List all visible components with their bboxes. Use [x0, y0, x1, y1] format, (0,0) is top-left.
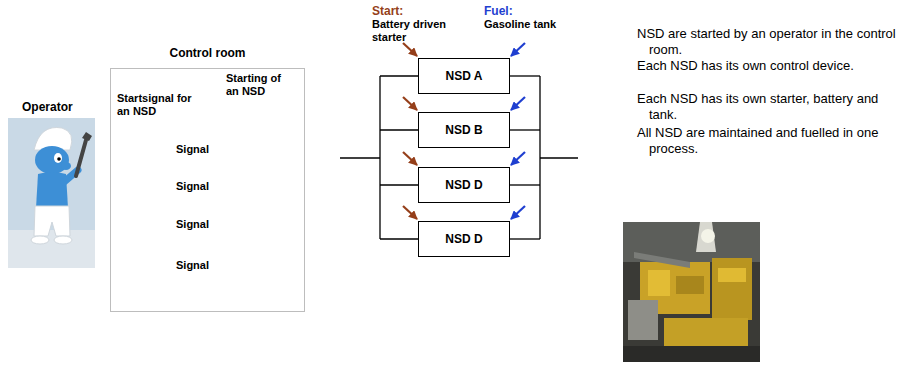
column-heading: Startsignal for an NSD: [117, 92, 193, 118]
start-arrows: [403, 43, 417, 219]
note-text: Each NSD has its own control device.: [637, 58, 899, 74]
start-heading: Start:: [372, 4, 403, 18]
signal-arrow: [210, 149, 240, 151]
starter-lamp: [242, 214, 264, 236]
control-room-heading: Control room: [110, 46, 305, 60]
nsd-label: NSD B: [445, 123, 482, 137]
signal-line: [148, 186, 172, 188]
signal-label: Signal: [175, 259, 210, 272]
start-button: [121, 254, 145, 278]
signal-arrow: [210, 186, 240, 188]
operator-label: Operator: [22, 100, 102, 114]
nsd-label: NSD D: [445, 232, 482, 246]
signal-line: [148, 224, 172, 226]
signal-arrow: [210, 224, 240, 226]
signal-label: Signal: [175, 218, 210, 231]
signal-line: [148, 149, 172, 151]
starter-lamp: [242, 255, 264, 277]
fuel-heading: Fuel:: [484, 4, 513, 18]
start-button: [121, 175, 145, 199]
signal-arrow: [210, 265, 240, 267]
fuel-description: Gasoline tank: [484, 18, 574, 31]
nsd-box: NSD A: [418, 58, 510, 94]
start-arrow: [266, 224, 292, 226]
start-description: Battery driven starter: [372, 18, 448, 44]
note-text: All NSD are maintained and fuelled in on…: [637, 125, 899, 156]
signal-line: [148, 265, 172, 267]
start-button: [121, 138, 145, 162]
nsd-box: NSD D: [418, 221, 510, 257]
start-button: [121, 213, 145, 237]
column-heading: Starting of an NSD: [226, 72, 296, 98]
starter-lamp: [242, 139, 264, 161]
signal-label: Signal: [175, 180, 210, 193]
fuel-arrows: [511, 43, 525, 219]
operator-picture: [8, 118, 95, 268]
parallel-wiring: [340, 76, 578, 239]
start-arrow: [266, 265, 292, 267]
note-text: Each NSD has its own starter, battery an…: [637, 91, 899, 122]
note-text: NSD are started by an operator in the co…: [637, 26, 899, 57]
start-arrow: [266, 186, 292, 188]
nsd-box: NSD D: [418, 167, 510, 203]
generator-photo: [623, 222, 760, 362]
start-arrow: [266, 149, 292, 151]
nsd-label: NSD D: [445, 178, 482, 192]
signal-label: Signal: [175, 143, 210, 156]
nsd-box: NSD B: [418, 112, 510, 148]
starter-lamp: [242, 176, 264, 198]
nsd-label: NSD A: [446, 69, 483, 83]
